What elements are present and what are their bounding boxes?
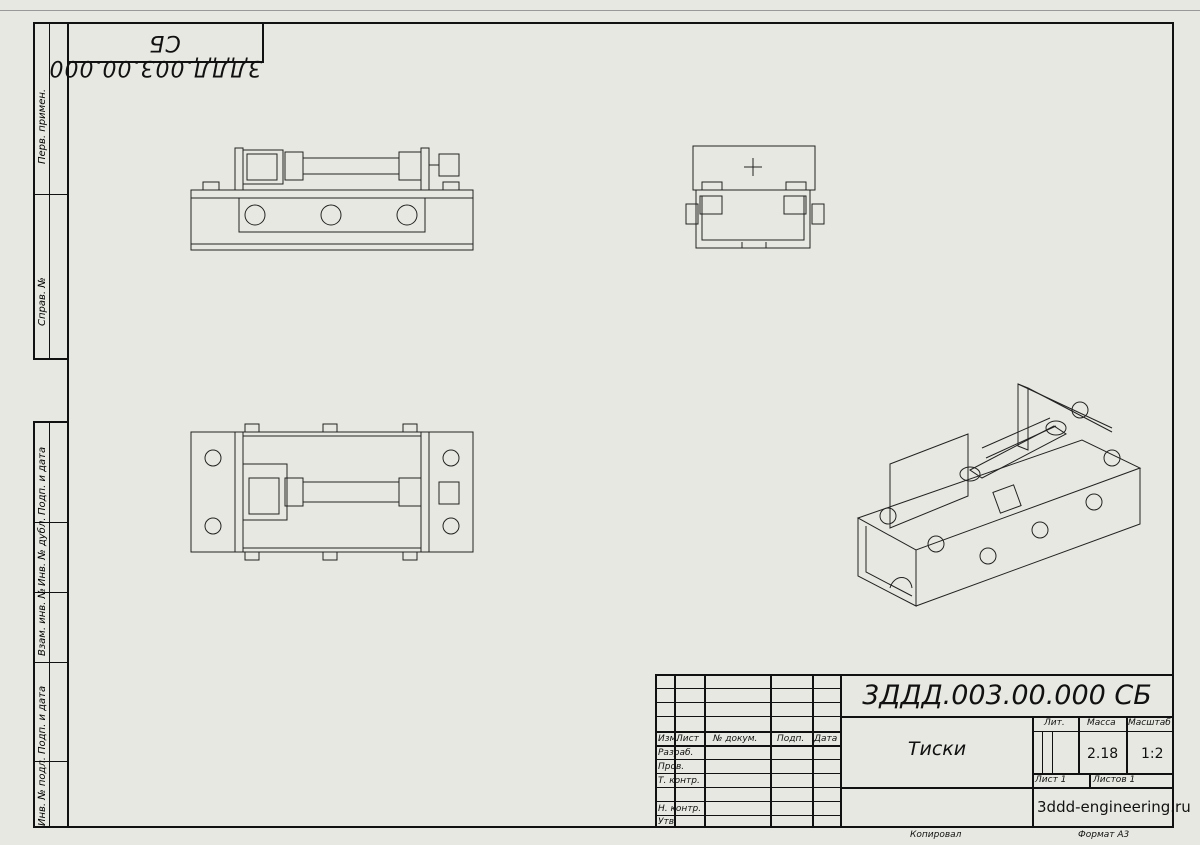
row-nkontr: Н. контр. <box>658 804 702 814</box>
mirrored-code-stamp: 3ДДД.003.00.000 СБ <box>48 22 264 80</box>
kopiroval-label: Копировал <box>910 830 962 840</box>
col-list: Лист <box>676 734 699 744</box>
title-block: Изм. Лист № докум. Подп. Дата Разраб. Пр… <box>655 674 1191 828</box>
label-perv-primen: Перв. примен. <box>37 88 48 164</box>
row-tkontr: Т. контр. <box>658 776 700 786</box>
designation: 3ДДД.003.00.000 СБ <box>862 680 1152 711</box>
label-vzam-inv: Взам. инв. № <box>37 588 48 656</box>
mirrored-code-text: 3ДДД.003.00.000 СБ <box>48 30 262 80</box>
row-razrab: Разраб. <box>658 748 694 758</box>
col-podp: Подп. <box>777 734 805 744</box>
top-view <box>190 423 474 561</box>
masshtab-label: Масштаб <box>1128 718 1171 728</box>
listov-label: Листов 1 <box>1093 775 1136 785</box>
top-edge <box>0 0 1200 11</box>
list-label: Лист 1 <box>1035 775 1067 785</box>
front-view <box>190 147 474 251</box>
label-sprav-no: Справ. № <box>37 277 48 326</box>
side-view <box>685 145 825 249</box>
lit-label: Лит. <box>1044 718 1065 728</box>
organization: 3ddd-engineering.ru <box>1037 798 1191 816</box>
col-data: Дата <box>814 734 838 744</box>
row-utv: Утв. <box>658 817 677 827</box>
isometric-view <box>856 383 1142 607</box>
drawing-frame <box>67 22 1174 828</box>
row-prov: Пров. <box>658 762 685 772</box>
col-izm: Изм. <box>658 734 680 744</box>
label-podp-data-1: Подп. и дата <box>37 446 48 515</box>
left-strip-top: Перв. примен. Справ. № <box>33 22 67 360</box>
label-inv-podl: Инв. № подл. <box>37 757 48 826</box>
left-strip-bottom: Подп. и дата Инв. № дубл. Взам. инв. № П… <box>33 421 67 828</box>
col-dokum: № докум. <box>713 734 758 744</box>
title-name: Тиски <box>907 738 967 760</box>
label-inv-dubl: Инв. № дубл. <box>37 517 48 586</box>
format-label: Формат А3 <box>1078 830 1130 840</box>
massa-label: Масса <box>1087 718 1116 728</box>
masshtab-value: 1:2 <box>1141 746 1164 762</box>
massa-value: 2.18 <box>1087 746 1119 762</box>
label-podp-data-2: Подп. и дата <box>37 685 48 754</box>
